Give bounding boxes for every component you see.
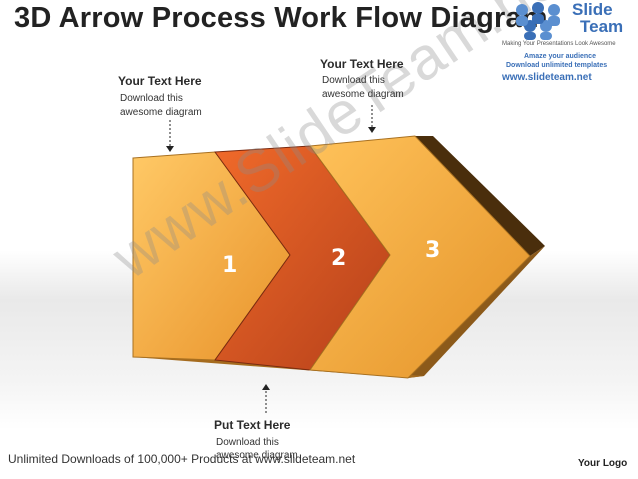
left-callout-body-line1: Download this bbox=[120, 93, 183, 104]
bottom-callout-body-line2: awesome diagram bbox=[216, 450, 298, 461]
logo-promo-1: Amaze your audience bbox=[524, 53, 596, 60]
step-3-number: 3 bbox=[425, 238, 441, 263]
your-logo-placeholder: Your Logo bbox=[578, 458, 628, 469]
logo-name-line2: Team bbox=[580, 17, 624, 36]
arrow-3d-bottom bbox=[408, 246, 545, 378]
bottom-callout-body-line1: Download this bbox=[216, 437, 279, 448]
page-title: 3D Arrow Process Work Flow Diagram bbox=[14, 2, 548, 34]
logo-url[interactable]: www.slideteam.net bbox=[502, 72, 592, 83]
top-callout-body-line1: Download this bbox=[322, 75, 385, 86]
top-callout-arrow bbox=[368, 105, 376, 133]
arrow-3d-side bbox=[415, 136, 545, 256]
bottom-callout-heading: Put Text Here bbox=[214, 418, 291, 432]
logo-promo-2: Download unlimited templates bbox=[506, 62, 608, 69]
left-callout-arrow bbox=[166, 120, 174, 152]
step-3-segment bbox=[309, 135, 531, 379]
top-callout-body-line2: awesome diagram bbox=[322, 89, 404, 100]
top-callout-heading: Your Text Here bbox=[320, 57, 404, 71]
footer-text: Unlimited Downloads of 100,000+ Products… bbox=[8, 452, 356, 466]
slideteam-logo: Slide Team Making Your Presentations Loo… bbox=[500, 0, 638, 100]
step-1-number: 1 bbox=[222, 253, 238, 278]
step-2-number: 2 bbox=[331, 246, 347, 271]
logo-name-line1: Slide bbox=[572, 0, 613, 19]
people-icon bbox=[516, 2, 560, 40]
bottom-callout-arrow bbox=[262, 384, 270, 413]
left-callout-body-line2: awesome diagram bbox=[120, 107, 202, 118]
logo-tagline: Making Your Presentations Look Awesome bbox=[502, 41, 616, 47]
left-callout-heading: Your Text Here bbox=[118, 74, 202, 88]
